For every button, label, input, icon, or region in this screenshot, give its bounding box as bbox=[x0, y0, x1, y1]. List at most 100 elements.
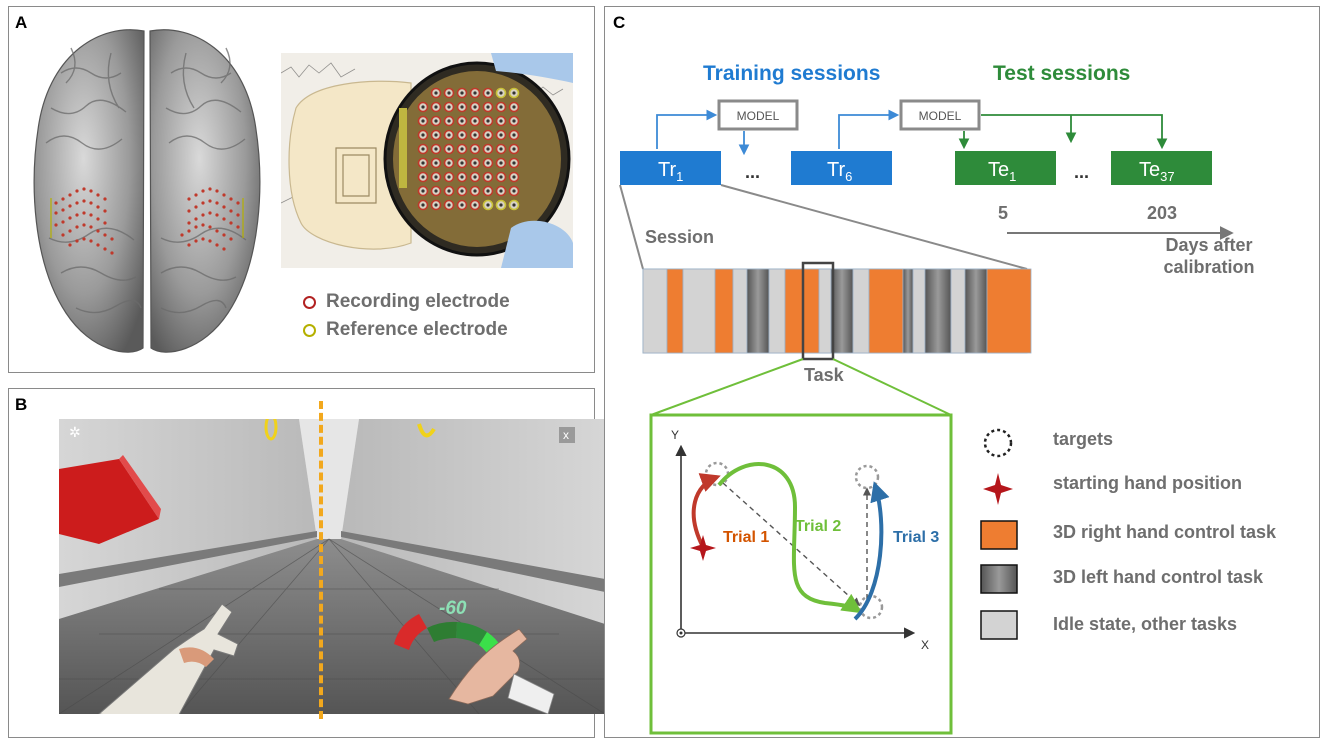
model-label-training: MODEL bbox=[737, 109, 780, 123]
electrode-contact bbox=[460, 175, 464, 179]
session-block-left bbox=[964, 268, 988, 354]
session-block-right bbox=[666, 268, 684, 354]
legend-label-idle: Idle state, other tasks bbox=[1053, 614, 1238, 634]
session-block-idle bbox=[852, 268, 870, 354]
days-start: 5 bbox=[998, 203, 1008, 223]
brain-illustration bbox=[33, 29, 261, 353]
trial-1-label: Trial 1 bbox=[723, 529, 769, 546]
electrode-contact bbox=[460, 203, 464, 207]
model-box-training bbox=[717, 99, 799, 131]
session-block-idle bbox=[950, 268, 966, 354]
legend-item-recording: Recording electrode bbox=[303, 288, 510, 316]
electrode-contact bbox=[421, 105, 425, 109]
electrode-contact bbox=[460, 161, 464, 165]
electrode-contact bbox=[473, 161, 477, 165]
trial-3-path bbox=[853, 481, 890, 621]
electrode-contact bbox=[473, 91, 477, 95]
panel-a-legend: Recording electrode Reference electrode bbox=[303, 288, 510, 344]
model-box-test bbox=[899, 99, 981, 131]
days-end: 203 bbox=[1147, 203, 1177, 223]
session-block-idle bbox=[732, 268, 748, 354]
legend-label-right-task: 3D right hand control task bbox=[1053, 522, 1277, 542]
close-icon[interactable]: x bbox=[563, 428, 569, 442]
trial-2-label: Trial 2 bbox=[795, 518, 841, 535]
electrode-contact bbox=[434, 105, 438, 109]
electrode-contact bbox=[486, 189, 490, 193]
trial-2-path bbox=[717, 462, 863, 614]
panel-c-label: C bbox=[613, 13, 626, 32]
electrode-contact bbox=[421, 189, 425, 193]
electrode-contact bbox=[447, 161, 451, 165]
electrode-contact bbox=[434, 161, 438, 165]
electrode-array-photo bbox=[281, 53, 573, 268]
electrode-contact bbox=[460, 147, 464, 151]
electrode-contact bbox=[460, 133, 464, 137]
electrode-contact bbox=[460, 119, 464, 123]
session-block-left bbox=[924, 268, 952, 354]
panel-c: C Training sessions Test sessions bbox=[604, 6, 1320, 738]
trial-1-path bbox=[691, 473, 721, 548]
days-caption-2: calibration bbox=[1163, 257, 1254, 277]
electrode-contact bbox=[473, 189, 477, 193]
electrode-contact bbox=[421, 161, 425, 165]
electrode-contact bbox=[447, 189, 451, 193]
electrode-contact bbox=[499, 189, 503, 193]
electrode-contact bbox=[499, 91, 503, 95]
session-block-left bbox=[830, 268, 854, 354]
target-2 bbox=[854, 464, 880, 490]
electrode-contact bbox=[434, 133, 438, 137]
electrode-contact bbox=[473, 147, 477, 151]
session-block-idle bbox=[682, 268, 716, 354]
electrode-contact bbox=[473, 133, 477, 137]
session-label: Session bbox=[645, 227, 714, 247]
session-block-left bbox=[746, 268, 770, 354]
electrode-contact bbox=[447, 133, 451, 137]
electrode-contact bbox=[473, 105, 477, 109]
electrode-contact bbox=[512, 161, 516, 165]
session-te37 bbox=[1111, 151, 1212, 185]
session-strip bbox=[642, 268, 1032, 354]
electrode-contact bbox=[447, 203, 451, 207]
electrode-contact bbox=[486, 119, 490, 123]
legend-label-recording: Recording electrode bbox=[326, 291, 510, 312]
legend-label-targets: targets bbox=[1053, 429, 1114, 449]
settings-icon[interactable]: ✲ bbox=[69, 424, 81, 440]
electrode-contact bbox=[512, 91, 516, 95]
session-block-idle bbox=[912, 268, 926, 354]
trial-detail-box bbox=[649, 413, 953, 735]
electrode-contact bbox=[486, 175, 490, 179]
starting-hand-star-icon bbox=[690, 535, 716, 561]
svg-text:Te1: Te1 bbox=[988, 159, 1016, 184]
session-block-idle bbox=[768, 268, 786, 354]
session-te1 bbox=[955, 151, 1056, 185]
axis-x-label: X bbox=[921, 638, 929, 652]
task-highlight bbox=[801, 261, 835, 361]
electrode-contact bbox=[499, 133, 503, 137]
electrode-contact bbox=[512, 119, 516, 123]
task-label: Task bbox=[804, 365, 845, 385]
electrode-contact bbox=[512, 147, 516, 151]
test-sessions-title: Test sessions bbox=[993, 62, 1131, 85]
electrode-contact bbox=[460, 189, 464, 193]
hud-value: -60 bbox=[439, 598, 467, 619]
light-gray-swatch-icon bbox=[980, 610, 1018, 640]
electrode-contact bbox=[512, 189, 516, 193]
orange-swatch-icon bbox=[980, 520, 1018, 550]
electrode-contact bbox=[499, 147, 503, 151]
electrode-contact bbox=[421, 203, 425, 207]
session-block-idle bbox=[642, 268, 668, 354]
session-block-right bbox=[714, 268, 734, 354]
session-tr1 bbox=[620, 151, 721, 185]
legend-label-reference: Reference electrode bbox=[326, 319, 508, 340]
electrode-contact bbox=[421, 175, 425, 179]
electrode-contact bbox=[486, 147, 490, 151]
legend-label-left-task: 3D left hand control task bbox=[1053, 567, 1264, 587]
electrode-contact bbox=[473, 119, 477, 123]
electrode-contact bbox=[447, 91, 451, 95]
electrode-contact bbox=[499, 161, 503, 165]
electrode-contact bbox=[434, 189, 438, 193]
panel-a-label: A bbox=[15, 13, 28, 32]
electrode-contact bbox=[421, 133, 425, 137]
electrode-contact bbox=[512, 175, 516, 179]
trial-3-label: Trial 3 bbox=[893, 529, 939, 546]
